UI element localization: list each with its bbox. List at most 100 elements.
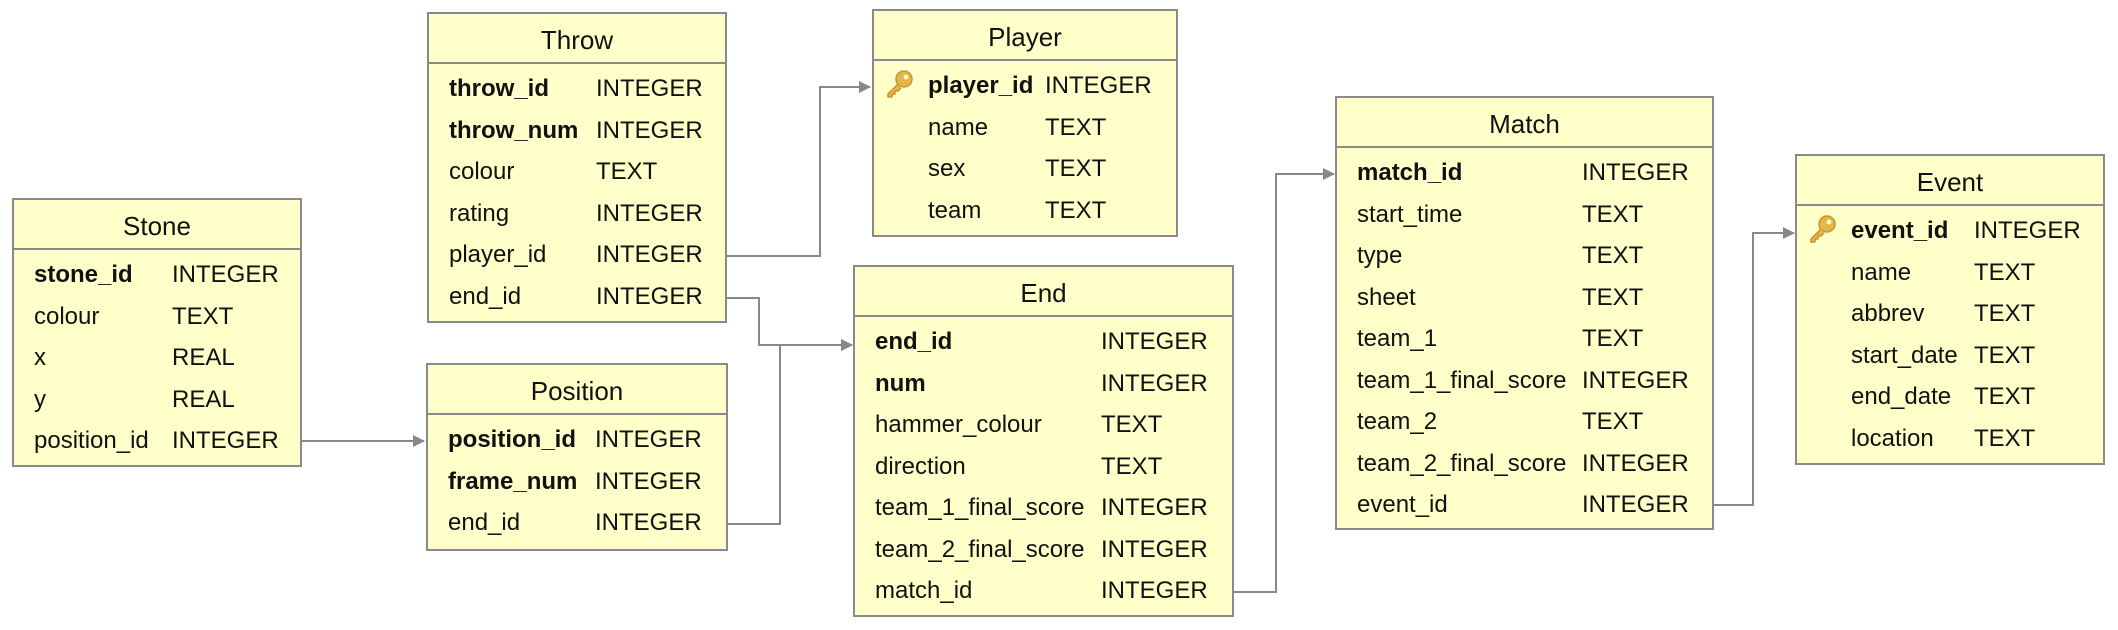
column-row[interactable]: throw_num INTEGER bbox=[429, 110, 725, 152]
column-name: team_1 bbox=[1357, 325, 1438, 352]
column-name: team_2_final_score bbox=[875, 535, 1085, 563]
column-type: TEXT bbox=[1582, 283, 1644, 311]
column-row[interactable]: team_2 TEXT bbox=[1337, 401, 1712, 443]
column-name: team_2 bbox=[1357, 408, 1438, 435]
column-type: REAL bbox=[172, 385, 235, 413]
column-name: position_id bbox=[34, 427, 149, 454]
column-name: sheet bbox=[1357, 283, 1416, 311]
column-row[interactable]: type TEXT bbox=[1337, 235, 1712, 277]
column-type: TEXT bbox=[1582, 200, 1644, 228]
column-name: y bbox=[34, 385, 46, 413]
table-title: Match bbox=[1337, 98, 1712, 148]
column-type: TEXT bbox=[1582, 242, 1644, 269]
table-title: Stone bbox=[14, 200, 300, 250]
column-type: INTEGER bbox=[1582, 491, 1689, 518]
column-name: event_id bbox=[1851, 217, 1949, 244]
column-type: INTEGER bbox=[596, 282, 703, 310]
column-type: INTEGER bbox=[172, 427, 279, 454]
column-type: INTEGER bbox=[595, 509, 702, 536]
edge-position-end bbox=[727, 339, 853, 525]
column-name: position_id bbox=[448, 426, 576, 453]
column-type: TEXT bbox=[1045, 113, 1107, 141]
column-type: INTEGER bbox=[1101, 494, 1208, 521]
column-name: rating bbox=[449, 199, 510, 227]
column-type: TEXT bbox=[1045, 155, 1107, 182]
column-row[interactable]: abbrev TEXT bbox=[1797, 293, 2103, 335]
edge-match-event bbox=[1713, 227, 1795, 506]
key-icon bbox=[1807, 214, 1837, 244]
column-name: type bbox=[1357, 242, 1403, 269]
column-name: colour bbox=[34, 302, 100, 330]
column-name: player_id bbox=[928, 72, 1034, 99]
column-type: INTEGER bbox=[1974, 217, 2081, 244]
column-type: INTEGER bbox=[595, 426, 702, 453]
table-title: Throw bbox=[429, 14, 725, 64]
column-type: TEXT bbox=[172, 302, 234, 330]
column-row[interactable]: event_id INTEGER bbox=[1797, 210, 2103, 252]
column-name: throw_num bbox=[449, 116, 579, 144]
column-row[interactable]: name TEXT bbox=[874, 107, 1176, 149]
column-type: TEXT bbox=[1045, 196, 1107, 224]
column-row[interactable]: position_id INTEGER bbox=[428, 419, 726, 461]
column-name: name bbox=[928, 113, 989, 141]
column-row[interactable]: position_id INTEGER bbox=[14, 420, 300, 462]
column-type: INTEGER bbox=[1101, 535, 1208, 563]
column-type: TEXT bbox=[1582, 408, 1644, 435]
column-type: INTEGER bbox=[1045, 72, 1152, 99]
key-icon bbox=[884, 69, 914, 99]
column-name: end_id bbox=[875, 328, 953, 355]
column-name: abbrev bbox=[1851, 300, 1925, 327]
column-type: INTEGER bbox=[596, 116, 703, 144]
edge-end-match bbox=[1233, 168, 1335, 593]
column-type: TEXT bbox=[1974, 258, 2036, 286]
column-name: team_1_final_score bbox=[1357, 366, 1567, 394]
column-row[interactable]: team_2_final_score INTEGER bbox=[855, 529, 1232, 571]
column-name: num bbox=[875, 369, 926, 397]
column-row[interactable]: sheet TEXT bbox=[1337, 277, 1712, 319]
column-type: TEXT bbox=[1974, 300, 2036, 327]
column-row[interactable]: player_id INTEGER bbox=[874, 65, 1176, 107]
column-row[interactable]: colour TEXT bbox=[14, 296, 300, 338]
column-type: INTEGER bbox=[595, 467, 702, 495]
column-row[interactable]: y REAL bbox=[14, 379, 300, 421]
column-type: INTEGER bbox=[1582, 159, 1689, 186]
